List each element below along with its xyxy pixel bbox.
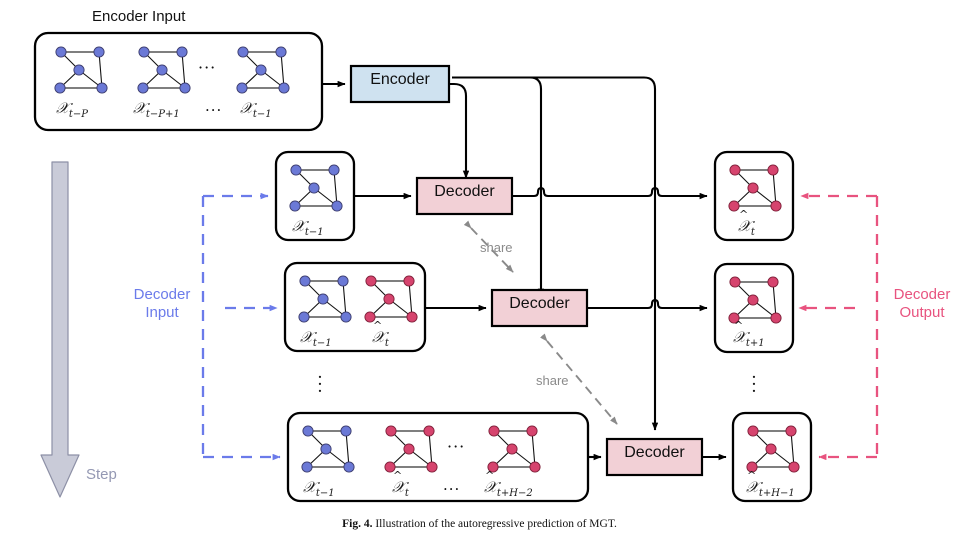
math-subscript: t <box>384 338 389 349</box>
decoder-input-label-line2: Input <box>145 304 179 321</box>
decoder-output-label: Decoder Output <box>884 286 959 322</box>
row-3-input-label-3: ^ 𝒳t+H−2 <box>484 469 533 499</box>
row-3-input-group-box <box>286 411 590 503</box>
math-subscript: t <box>750 227 755 238</box>
decoder-2-label[interactable]: Decoder <box>509 295 570 312</box>
math-subscript: t <box>404 488 409 499</box>
math-symbol: 𝒳 <box>392 478 405 496</box>
decoder-1-label[interactable]: Decoder <box>434 183 495 200</box>
math-symbol: 𝒳 <box>240 99 253 117</box>
decoder-input-connector <box>201 192 281 461</box>
row-2-output-label: ^ 𝒳t+1 <box>733 319 765 349</box>
wire-decoder-1-to-output <box>512 186 708 200</box>
math-symbol: 𝒳 <box>56 99 69 117</box>
encoder-input-label-1: 𝒳t−P <box>56 99 88 120</box>
encoder-input-title: Encoder Input <box>92 8 186 25</box>
math-symbol: 𝒳 <box>372 328 385 346</box>
wire-encoder-out-to-decoder-3 <box>530 76 659 431</box>
wire-encoder-out-to-decoder-1 <box>449 82 470 179</box>
math-symbol: 𝒳 <box>746 478 759 496</box>
row-3-label-dots: ··· <box>443 480 461 498</box>
decoder-3-label[interactable]: Decoder <box>624 444 685 461</box>
row-1-output-label: ^ 𝒳t <box>738 208 755 238</box>
decoder-output-label-line1: Decoder <box>893 286 951 303</box>
hat-accent: ^ <box>747 469 757 482</box>
row-3-input-label-2: ^ 𝒳t <box>392 469 409 499</box>
rows-vertical-ellipsis-left: ... <box>317 363 323 398</box>
rows-vertical-ellipsis-right: ... <box>751 363 757 398</box>
math-symbol: 𝒳 <box>738 217 751 235</box>
row-3-graph-dots: ··· <box>447 437 466 456</box>
step-arrow-icon <box>40 161 80 498</box>
math-subscript: t−P+1 <box>145 109 180 120</box>
row-1-input-label: 𝒳t−1 <box>292 217 324 238</box>
figure-caption-text: Illustration of the autoregressive predi… <box>375 518 617 530</box>
math-symbol: 𝒳 <box>303 478 316 496</box>
decoder-input-label: Decoder Input <box>121 286 203 322</box>
decoder-output-connector <box>798 192 879 461</box>
share-label-2: share <box>536 373 569 388</box>
math-subscript: t−1 <box>304 227 324 238</box>
math-subscript: t−1 <box>312 338 332 349</box>
encoder-input-label-3: 𝒳t−1 <box>240 99 272 120</box>
step-label: Step <box>86 466 117 483</box>
encoder-input-graph-dots: ··· <box>198 58 217 77</box>
figure-caption: Fig. 4. Illustration of the autoregressi… <box>0 518 959 530</box>
math-subscript: t−1 <box>315 488 335 499</box>
encoder-input-group-box <box>33 31 324 132</box>
row-3-output-label: ^ 𝒳t+H−1 <box>746 469 795 499</box>
encoder-input-label-2: 𝒳t−P+1 <box>133 99 180 120</box>
hat-accent: ^ <box>393 469 403 482</box>
math-symbol: 𝒳 <box>733 328 746 346</box>
encoder-input-label-dots: ··· <box>205 101 223 119</box>
hat-accent: ^ <box>739 208 749 221</box>
hat-accent: ^ <box>734 319 744 332</box>
row-2-input-group-box <box>283 261 427 353</box>
decoder-output-label-line2: Output <box>899 304 945 321</box>
math-symbol: 𝒳 <box>133 99 146 117</box>
math-subscript: t+1 <box>745 338 765 349</box>
encoder-block-rect[interactable] <box>349 64 451 104</box>
decoder-input-label-line1: Decoder <box>133 286 191 303</box>
hat-accent: ^ <box>373 319 383 332</box>
figure-caption-prefix: Fig. 4. <box>342 518 373 530</box>
math-subscript: t+H−1 <box>758 488 795 499</box>
decoder-1-block-rect[interactable] <box>415 176 514 216</box>
math-subscript: t+H−2 <box>496 488 533 499</box>
row-2-input-label-2: ^ 𝒳t <box>372 319 389 349</box>
share-label-1: share <box>480 240 513 255</box>
math-symbol: 𝒳 <box>300 328 313 346</box>
share-arrow-2 <box>539 333 618 425</box>
math-symbol: 𝒳 <box>484 478 497 496</box>
share-arrow-1 <box>463 220 514 273</box>
row-3-input-label-1: 𝒳t−1 <box>303 478 335 499</box>
math-subscript: t−P <box>68 109 89 120</box>
hat-accent: ^ <box>485 469 495 482</box>
row-2-input-label-1: 𝒳t−1 <box>300 328 332 349</box>
math-symbol: 𝒳 <box>292 217 305 235</box>
wire-decoder-2-to-output <box>587 298 708 312</box>
decoder-3-block-rect[interactable] <box>605 437 704 477</box>
math-subscript: t−1 <box>252 109 272 120</box>
decoder-2-block-rect[interactable] <box>490 288 589 328</box>
encoder-block-label[interactable]: Encoder <box>370 71 430 88</box>
